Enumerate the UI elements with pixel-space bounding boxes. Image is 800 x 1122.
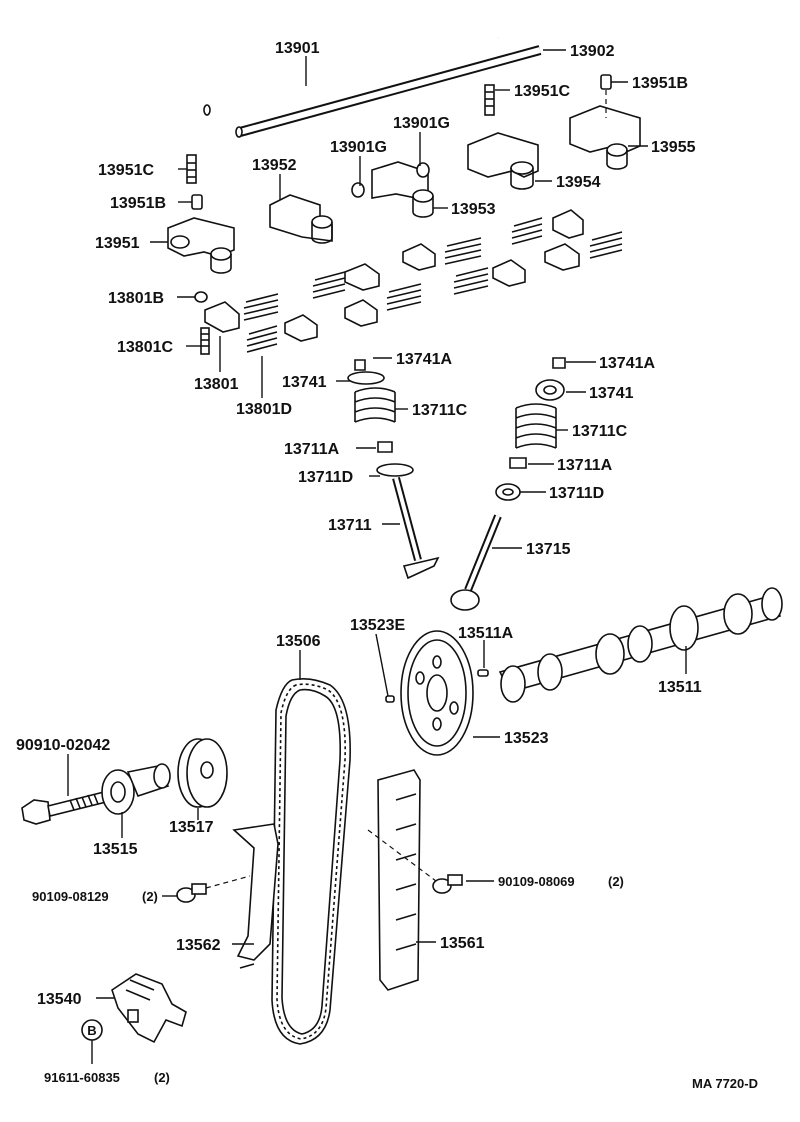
- rocker-support-13955: [569, 90, 641, 170]
- label-13540: 13540: [37, 991, 82, 1008]
- label-13951B-left: 13951B: [110, 195, 166, 212]
- label-91611-60835-qty: (2): [154, 1070, 170, 1085]
- chain-guide-13562: [232, 823, 279, 969]
- label-13741A-left: 13741A: [396, 351, 452, 368]
- label-13523: 13523: [504, 730, 549, 747]
- label-13955: 13955: [651, 139, 696, 156]
- valve-assembly-right: [450, 357, 566, 611]
- label-13952: 13952: [252, 157, 297, 174]
- label-13741A-right: 13741A: [599, 355, 655, 372]
- label-13901G-a: 13901G: [393, 115, 450, 132]
- label-13711D-right: 13711D: [549, 485, 604, 502]
- chain-tensioner-13540: [111, 973, 187, 1044]
- label-13901: 13901: [275, 40, 320, 57]
- circled-letter-mark: B: [87, 1023, 96, 1038]
- label-90109-08069-qty: (2): [608, 874, 624, 889]
- label-13953: 13953: [451, 201, 496, 218]
- part-number-labels: 13901 13902 13951C 13951B 13901G 13901G …: [16, 40, 758, 1091]
- cam-sprocket-13523: [400, 630, 474, 756]
- label-13801D: 13801D: [236, 401, 292, 418]
- bolt-90910-02042: [21, 791, 107, 825]
- plug-13951C-left: [186, 154, 197, 184]
- label-13954: 13954: [556, 174, 601, 191]
- label-13951C-top: 13951C: [514, 83, 570, 100]
- label-13515: 13515: [93, 841, 138, 858]
- rocker-springs: [243, 217, 623, 353]
- nut-13801B: [194, 291, 208, 303]
- label-13951: 13951: [95, 235, 140, 252]
- label-13517: 13517: [169, 819, 214, 836]
- label-13902: 13902: [570, 43, 615, 60]
- label-13506: 13506: [276, 633, 321, 650]
- leader-lines: [67, 49, 687, 1064]
- label-13711A-left: 13711A: [284, 441, 340, 458]
- pin-13523E: [385, 695, 395, 703]
- label-13715: 13715: [526, 541, 571, 558]
- label-13711C-left: 13711C: [412, 402, 468, 419]
- label-13801: 13801: [194, 376, 239, 393]
- plug-13951C-top: [484, 84, 495, 116]
- rocker-shaft-13901: [203, 35, 499, 116]
- label-13562: 13562: [176, 937, 221, 954]
- label-13523E: 13523E: [350, 617, 405, 634]
- bolt-90109-08129: [176, 875, 251, 903]
- label-13801B: 13801B: [108, 290, 164, 307]
- label-13561: 13561: [440, 935, 485, 952]
- label-13741-right: 13741: [589, 385, 634, 402]
- label-90109-08129-qty: (2): [142, 889, 158, 904]
- label-13901G-b: 13901G: [330, 139, 387, 156]
- rocker-support-13953: [351, 161, 434, 218]
- bolt-91611-60835: B: [81, 1019, 103, 1041]
- label-13711A-right: 13711A: [557, 457, 613, 474]
- label-13511A: 13511A: [458, 625, 514, 642]
- bolt-90109-08069: [432, 874, 463, 894]
- figure-code: MA 7720-D: [692, 1076, 758, 1091]
- rocker-arm-row: [204, 209, 584, 342]
- label-91611-60835: 91611-60835: [44, 1070, 120, 1085]
- label-90910-02042: 90910-02042: [16, 737, 110, 754]
- label-13951B-top: 13951B: [632, 75, 688, 92]
- label-13801C: 13801C: [117, 339, 173, 356]
- camshaft-13511: [498, 587, 783, 703]
- pin-13511A: [477, 669, 489, 677]
- bolt-13951B-top: [600, 74, 612, 90]
- chain-damper-13561: [367, 769, 441, 991]
- adjust-screw-13801C: [200, 327, 210, 355]
- rocker-support-13954: [467, 132, 539, 190]
- label-13951C-left: 13951C: [98, 162, 154, 179]
- rocker-support-13951: [167, 217, 235, 274]
- pulley-13517: [177, 738, 228, 808]
- rocker-shaft-13902: [235, 45, 542, 138]
- valve-assembly-left: [347, 359, 440, 580]
- label-90109-08069: 90109-08069: [498, 874, 575, 889]
- label-13711C-right: 13711C: [572, 423, 628, 440]
- label-13741-left: 13741: [282, 374, 327, 391]
- label-13711: 13711: [328, 517, 372, 534]
- crank-sprocket-13515: [101, 763, 171, 815]
- label-13511: 13511: [658, 679, 702, 696]
- rocker-support-13952: [269, 194, 333, 244]
- label-13711D-left: 13711D: [298, 469, 353, 486]
- label-90109-08129: 90109-08129: [32, 889, 109, 904]
- timing-chain-13506: [271, 678, 351, 1045]
- bolt-13951B-left: [191, 194, 203, 210]
